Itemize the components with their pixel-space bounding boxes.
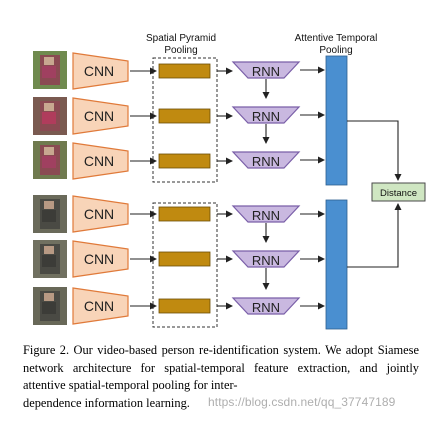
distance-label: Distance — [380, 188, 417, 199]
row-5: CNN RNN — [33, 240, 325, 278]
cnn-block — [72, 195, 129, 233]
spp-group-bottom — [152, 202, 218, 328]
cnn-label: CNN — [84, 206, 114, 222]
frame-thumbnail — [33, 97, 67, 135]
cnn-label: CNN — [84, 251, 114, 267]
frame-thumbnail — [33, 195, 67, 233]
row-6: CNN RNN — [33, 287, 325, 325]
frame-thumbnail — [33, 287, 67, 325]
rnn-block — [231, 61, 301, 79]
cnn-label: CNN — [84, 63, 114, 79]
rnn-label: RNN — [252, 253, 280, 268]
pooled-feature — [158, 206, 211, 222]
rnn-label: RNN — [252, 64, 280, 79]
atp-bar-bottom — [325, 199, 348, 330]
frame-thumbnail — [33, 141, 67, 179]
rnn-label: RNN — [252, 208, 280, 223]
rnn-block — [231, 297, 301, 315]
cnn-block — [72, 97, 129, 135]
rnn-block — [231, 205, 301, 223]
atp-label-line2: Pooling — [319, 45, 352, 56]
frame-thumbnail — [33, 240, 67, 278]
cnn-block — [72, 52, 129, 90]
cnn-label: CNN — [84, 153, 114, 169]
row-4: CNN RNN — [33, 195, 325, 233]
watermark-url: https://blog.csdn.net/qq_37747189 — [208, 395, 396, 409]
row-3: CNN RNN — [33, 141, 325, 180]
rnn-label: RNN — [252, 109, 280, 124]
cnn-block — [72, 287, 129, 325]
pooled-feature — [158, 153, 211, 169]
rnn-block — [231, 250, 301, 268]
rnn-label: RNN — [252, 154, 280, 169]
row-2: CNN RNN — [33, 97, 325, 135]
pooled-feature — [158, 63, 211, 79]
row-1: CNN RNN — [33, 51, 325, 90]
spp-label-line1: Spatial Pyramid — [146, 33, 216, 44]
figure-caption: Figure 2. Our video-based person re-iden… — [23, 342, 419, 412]
pooled-feature — [158, 108, 211, 124]
pooled-feature — [158, 251, 211, 267]
cnn-label: CNN — [84, 108, 114, 124]
caption-text: Figure 2. Our video-based person re-iden… — [23, 343, 419, 392]
caption-tail: dependence information learning. — [23, 395, 190, 410]
cnn-label: CNN — [84, 298, 114, 314]
spp-label-line2: Pooling — [164, 45, 197, 56]
spp-group-top — [152, 57, 218, 183]
atp-label-line1: Attentive Temporal — [295, 33, 378, 44]
atp-bar-top — [325, 55, 348, 186]
architecture-diagram: Spatial Pyramid Pooling Attentive Tempor… — [33, 33, 426, 330]
bottom-to-distance-connector — [347, 203, 402, 268]
cnn-block — [72, 240, 129, 278]
pooled-feature — [158, 298, 211, 314]
rnn-block — [231, 106, 301, 124]
cnn-block — [72, 142, 129, 180]
top-to-distance-connector — [347, 120, 402, 181]
rnn-block — [231, 151, 301, 169]
frame-thumbnail — [33, 51, 67, 89]
rnn-label: RNN — [252, 300, 280, 315]
distance-box — [371, 182, 426, 202]
